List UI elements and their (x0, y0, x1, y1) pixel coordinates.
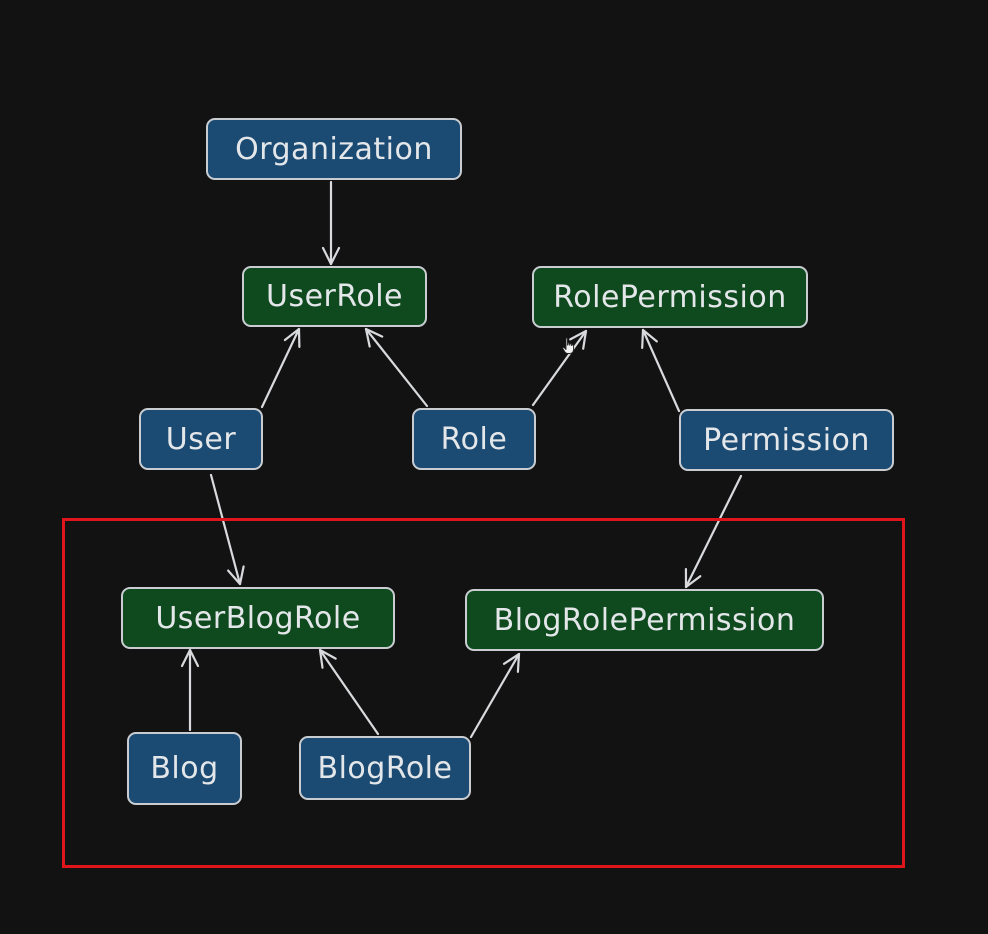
node-user[interactable]: User (139, 408, 263, 470)
node-userblogrole[interactable]: UserBlogRole (121, 587, 395, 649)
edge-user-to-userrole (260, 327, 301, 409)
edge-blogrole-to-userblogrole (318, 648, 380, 736)
edge-role-to-rolepermission (531, 329, 588, 407)
edge-permission-to-blogrolepermission (684, 474, 743, 589)
edge-blogrole-to-blogrolepermission (469, 652, 521, 739)
edge-role-to-userrole (364, 327, 429, 408)
hand-pointer-icon (562, 337, 574, 354)
node-blogrolepermission[interactable]: BlogRolePermission (465, 589, 824, 651)
highlight-box (62, 518, 905, 868)
edge-user-to-userblogrole (209, 473, 245, 586)
node-permission[interactable]: Permission (679, 409, 894, 471)
node-userrole[interactable]: UserRole (242, 266, 427, 327)
node-blog[interactable]: Blog (127, 732, 242, 805)
node-blogrole[interactable]: BlogRole (299, 736, 471, 800)
edge-permission-to-rolepermission (641, 328, 681, 413)
node-role[interactable]: Role (412, 408, 536, 470)
node-rolepermission[interactable]: RolePermission (532, 266, 808, 328)
node-organization[interactable]: Organization (206, 118, 462, 180)
